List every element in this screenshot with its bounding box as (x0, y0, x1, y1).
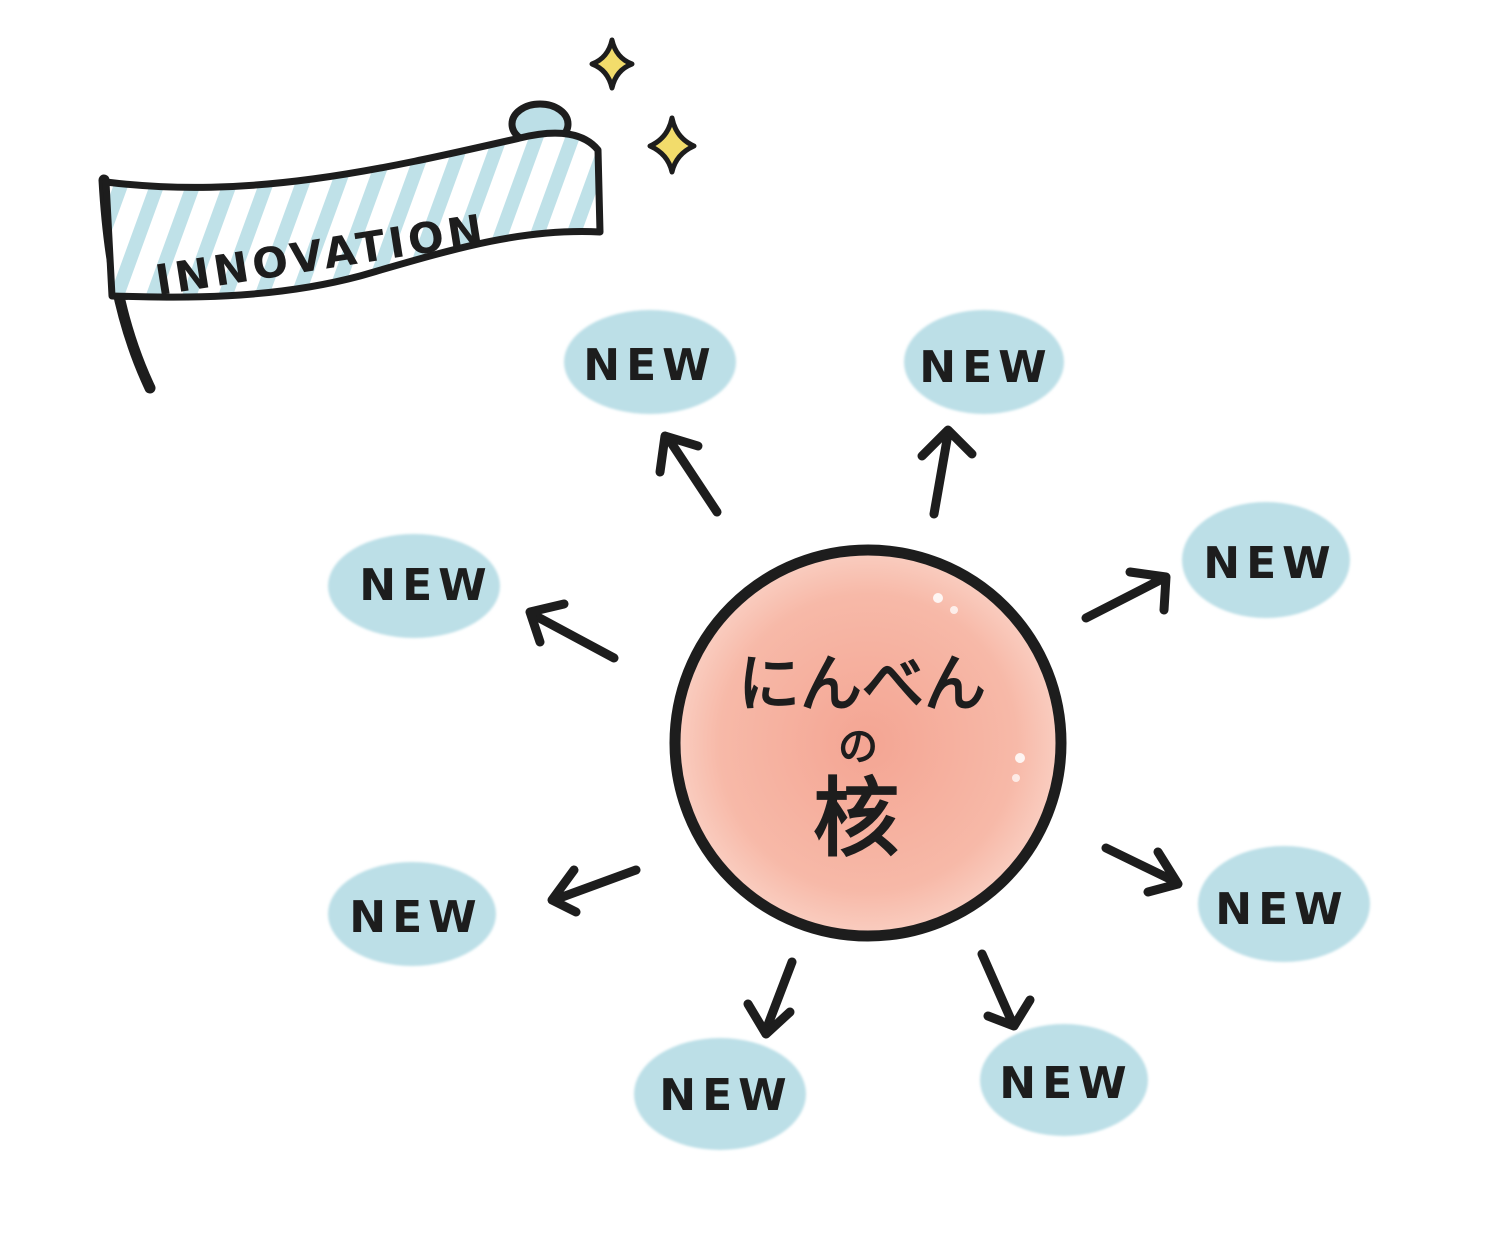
new-bubble: NEW (564, 310, 736, 414)
core-line-3: 核 (813, 769, 899, 869)
arrow-up-right (917, 425, 977, 519)
arrow-left-lower (547, 865, 641, 917)
arrow-up-left (655, 431, 722, 517)
core-circle: にんべん の 核 (669, 544, 1067, 942)
new-bubble: NEW (980, 1024, 1148, 1136)
new-bubble-label: NEW (349, 892, 482, 943)
core-highlight (950, 606, 958, 614)
new-bubble: NEW (904, 310, 1064, 414)
new-bubble-label: NEW (659, 1070, 792, 1121)
arrow-down-left (743, 957, 797, 1039)
new-bubble: NEW (328, 534, 500, 638)
new-bubble-label: NEW (999, 1058, 1132, 1109)
innovation-banner: INNOVATION (98, 100, 604, 394)
new-bubble: NEW (1182, 502, 1350, 618)
new-bubble: NEW (634, 1038, 806, 1150)
arrow-left-upper (525, 599, 619, 663)
arrow-right-lower (1101, 843, 1183, 897)
new-bubble: NEW (328, 862, 496, 966)
sparkle-icon (647, 115, 697, 175)
new-bubble-label: NEW (1203, 538, 1336, 589)
sparkle-icon (589, 37, 635, 91)
arrows (525, 425, 1183, 1039)
new-bubble-label: NEW (583, 340, 716, 391)
arrow-right-upper (1081, 567, 1171, 623)
new-bubble-label: NEW (1215, 884, 1348, 935)
new-bubble-label: NEW (359, 560, 492, 611)
new-bubble: NEW (1198, 846, 1370, 962)
core-highlight (933, 593, 943, 603)
core-highlight (1015, 753, 1025, 763)
arrow-down-right (977, 949, 1035, 1031)
core-line-1: にんべん (738, 647, 986, 720)
new-bubble-label: NEW (919, 342, 1052, 393)
core-highlight (1012, 774, 1020, 782)
core-line-2: の (838, 724, 878, 770)
banner-outline (102, 129, 604, 301)
banner-stripes (106, 133, 600, 298)
